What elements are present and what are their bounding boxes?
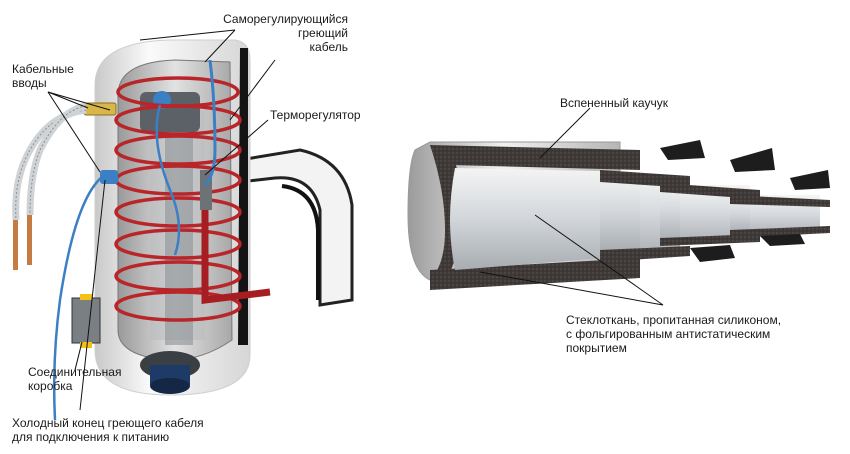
- label-cold-end: Холодный конец греющего кабеля для подкл…: [12, 416, 204, 444]
- junction-box: [71, 297, 101, 344]
- pipe-housing: [238, 148, 354, 307]
- label-thermostat: Терморегулятор: [270, 108, 361, 122]
- jacket-flaps: [660, 140, 830, 262]
- label-cable-entries: Кабельные вводы: [12, 62, 74, 90]
- label-heating-cable: Саморегулирующийся греющий кабель: [223, 12, 348, 54]
- label-foam-rubber: Вспененный каучук: [560, 96, 668, 110]
- leader-lines-right: [479, 107, 664, 306]
- thermostat-wire: [201, 195, 271, 304]
- insulation-illustration: [407, 140, 830, 290]
- cable-gland: [83, 102, 117, 116]
- tank-illustration: [12, 39, 354, 421]
- label-fiberglass: Стеклоткань, пропитанная силиконом, с фо…: [566, 313, 782, 355]
- cable-gland-blue: [100, 170, 118, 184]
- label-junction-box: Соединительная коробка: [28, 365, 122, 393]
- leader-lines-left: [47, 29, 276, 411]
- fiberglass-layer: [450, 168, 640, 270]
